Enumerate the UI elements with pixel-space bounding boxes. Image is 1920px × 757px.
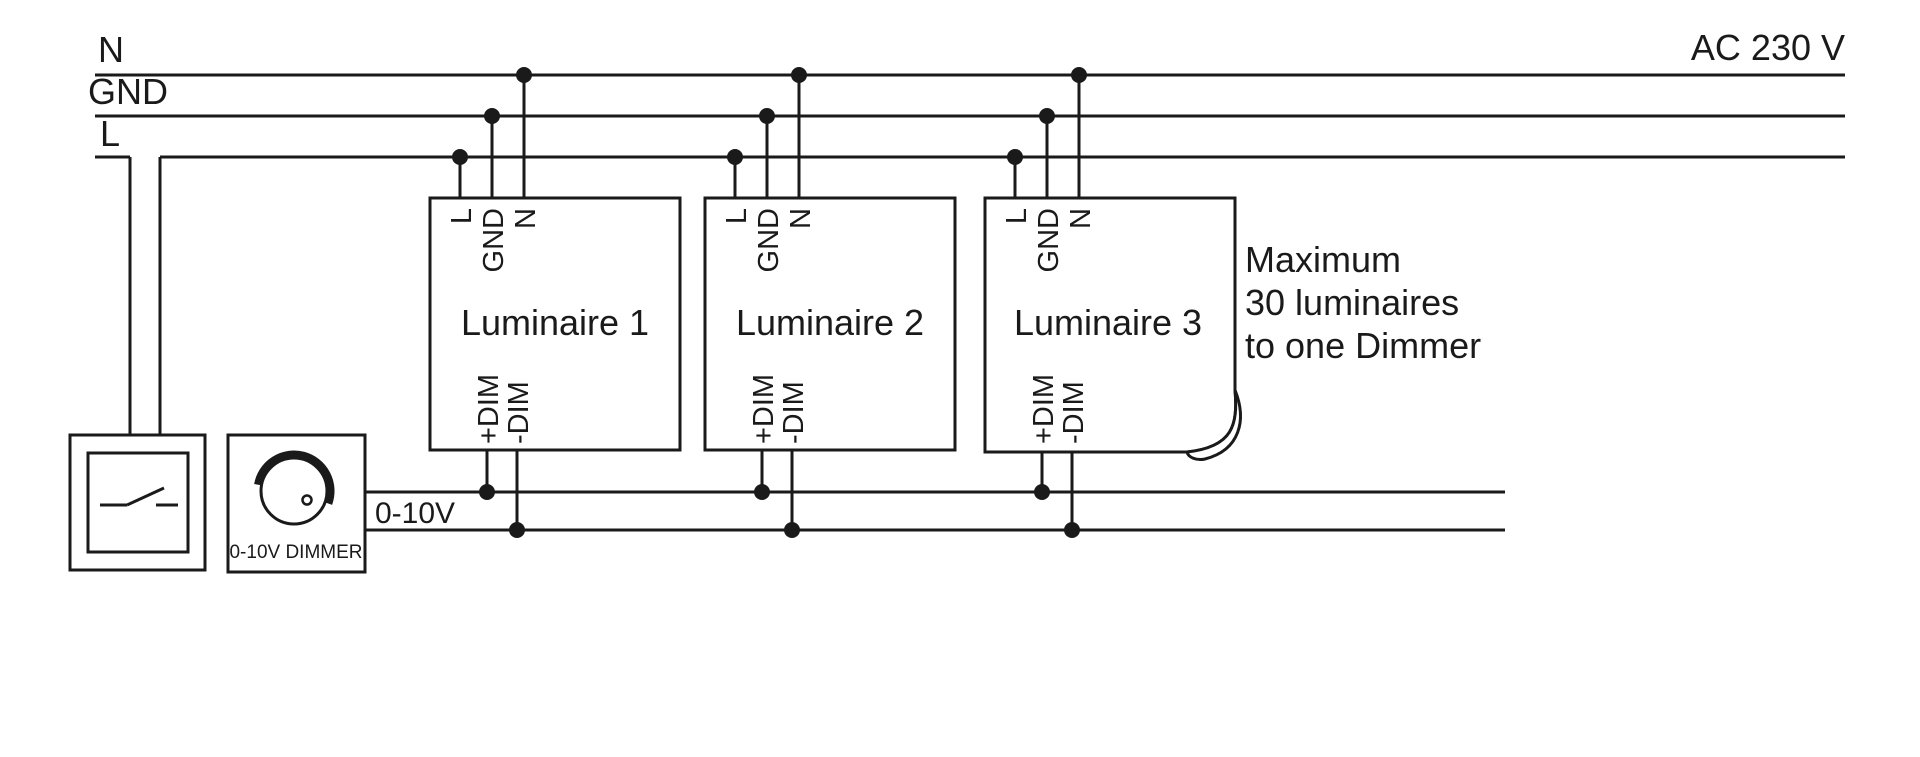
ac-voltage-label: AC 230 V (1691, 27, 1845, 68)
note-line: 30 luminaires (1245, 282, 1459, 323)
junction-dot (1071, 67, 1087, 83)
terminal-label-l: L (446, 208, 478, 224)
terminal-label-minus-dim: -DIM (778, 381, 810, 444)
terminal-label-gnd: GND (753, 208, 785, 272)
junction-dot (484, 108, 500, 124)
dimmer-unit: 0-10V DIMMER (226, 433, 367, 574)
max-luminaires-note: Maximum 30 luminaires to one Dimmer (1245, 239, 1481, 366)
terminal-label-n: N (510, 208, 542, 229)
terminal-label-minus-dim: -DIM (1058, 381, 1090, 444)
junction-dot (1007, 149, 1023, 165)
luminaire-3-name: Luminaire 3 (1014, 302, 1202, 343)
luminaire-1: L GND N Luminaire 1 +DIM -DIM (428, 75, 682, 530)
terminal-label-n: N (1065, 208, 1097, 229)
junction-dot (452, 149, 468, 165)
junction-dot (1064, 522, 1080, 538)
junction-dot (791, 67, 807, 83)
terminal-label-gnd: GND (1033, 208, 1065, 272)
note-line: Maximum (1245, 239, 1401, 280)
junction-dot (516, 67, 532, 83)
terminal-label-l: L (1001, 208, 1033, 224)
wall-switch (68, 433, 207, 572)
luminaire-1-box (428, 196, 682, 452)
terminal-label-plus-dim: +DIM (473, 374, 505, 444)
terminal-label-plus-dim: +DIM (748, 374, 780, 444)
junction-dot (1039, 108, 1055, 124)
terminal-label-l: L (721, 208, 753, 224)
terminal-label-minus-dim: -DIM (503, 381, 535, 444)
dimmer-knob-icon (254, 450, 335, 526)
junction-dot (754, 484, 770, 500)
note-line: to one Dimmer (1245, 325, 1481, 366)
junction-dot (509, 522, 525, 538)
terminal-label-gnd: GND (478, 208, 510, 272)
n-bus-label: N (98, 29, 124, 70)
junction-dot (727, 149, 743, 165)
luminaire-2: L GND N Luminaire 2 +DIM -DIM (703, 75, 957, 530)
junction-dot (784, 522, 800, 538)
junction-dot (1034, 484, 1050, 500)
switch-inner-box (86, 451, 190, 554)
junction-dot (759, 108, 775, 124)
signal-voltage-label: 0-10V (375, 497, 455, 530)
luminaire-2-name: Luminaire 2 (736, 302, 924, 343)
junction-dot (479, 484, 495, 500)
gnd-bus-label: GND (88, 71, 168, 112)
l-bus-label: L (100, 113, 120, 154)
luminaire-1-name: Luminaire 1 (461, 302, 649, 343)
dimmer-label: 0-10V DIMMER (229, 542, 362, 563)
luminaire-2-box (703, 196, 957, 452)
switch-contact-icon (100, 486, 178, 507)
page-curl-icon (1185, 389, 1242, 461)
terminal-label-n: N (785, 208, 817, 229)
luminaire-3: L GND N Luminaire 3 +DIM -DIM (983, 75, 1242, 530)
terminal-label-plus-dim: +DIM (1028, 374, 1060, 444)
junction-dots (452, 67, 1087, 538)
